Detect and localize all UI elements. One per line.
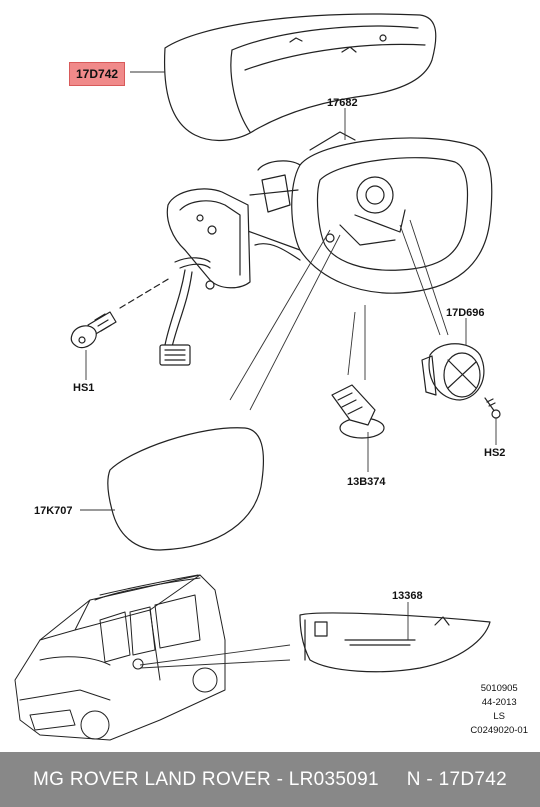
mirror-glass-drawing	[107, 427, 265, 551]
mirror-cap-drawing	[163, 13, 437, 141]
indicator-lamp-drawing	[299, 612, 491, 673]
label-13368: 13368	[392, 590, 423, 602]
drawing-reference-block: 5010905 44-2013 LS C0249020-01	[470, 682, 528, 738]
footer-brand-text: MG ROVER LAND ROVER - LR035091	[33, 768, 379, 790]
bolt-hs1-drawing	[70, 277, 171, 349]
label-17682: 17682	[327, 97, 358, 109]
exploded-parts-diagram	[14, 13, 501, 741]
vehicle-illustration	[14, 574, 226, 741]
mirror-housing-drawing	[244, 131, 493, 294]
mirror-motor-drawing	[421, 343, 485, 401]
reference-date: 44-2013	[481, 697, 517, 708]
label-17d742: 17D742	[69, 62, 126, 86]
label-13b374: 13B374	[347, 476, 386, 488]
reference-drawing-id: C0249020-01	[470, 725, 528, 736]
puddle-lamp-drawing	[331, 384, 385, 439]
label-17d696: 17D696	[446, 307, 485, 319]
footer-part-text: N - 17D742	[406, 768, 507, 790]
reference-code: LS	[493, 711, 506, 722]
mounting-bracket-drawing	[159, 188, 251, 366]
reference-number: 5010905	[480, 683, 518, 694]
label-hs2: HS2	[484, 447, 506, 459]
footer-bar: MG ROVER LAND ROVER - LR035091 N - 17D74…	[0, 752, 540, 807]
screw-hs2-drawing	[484, 397, 501, 419]
leader-lines	[80, 71, 497, 669]
label-17k707: 17K707	[34, 505, 73, 517]
label-hs1: HS1	[73, 382, 95, 394]
